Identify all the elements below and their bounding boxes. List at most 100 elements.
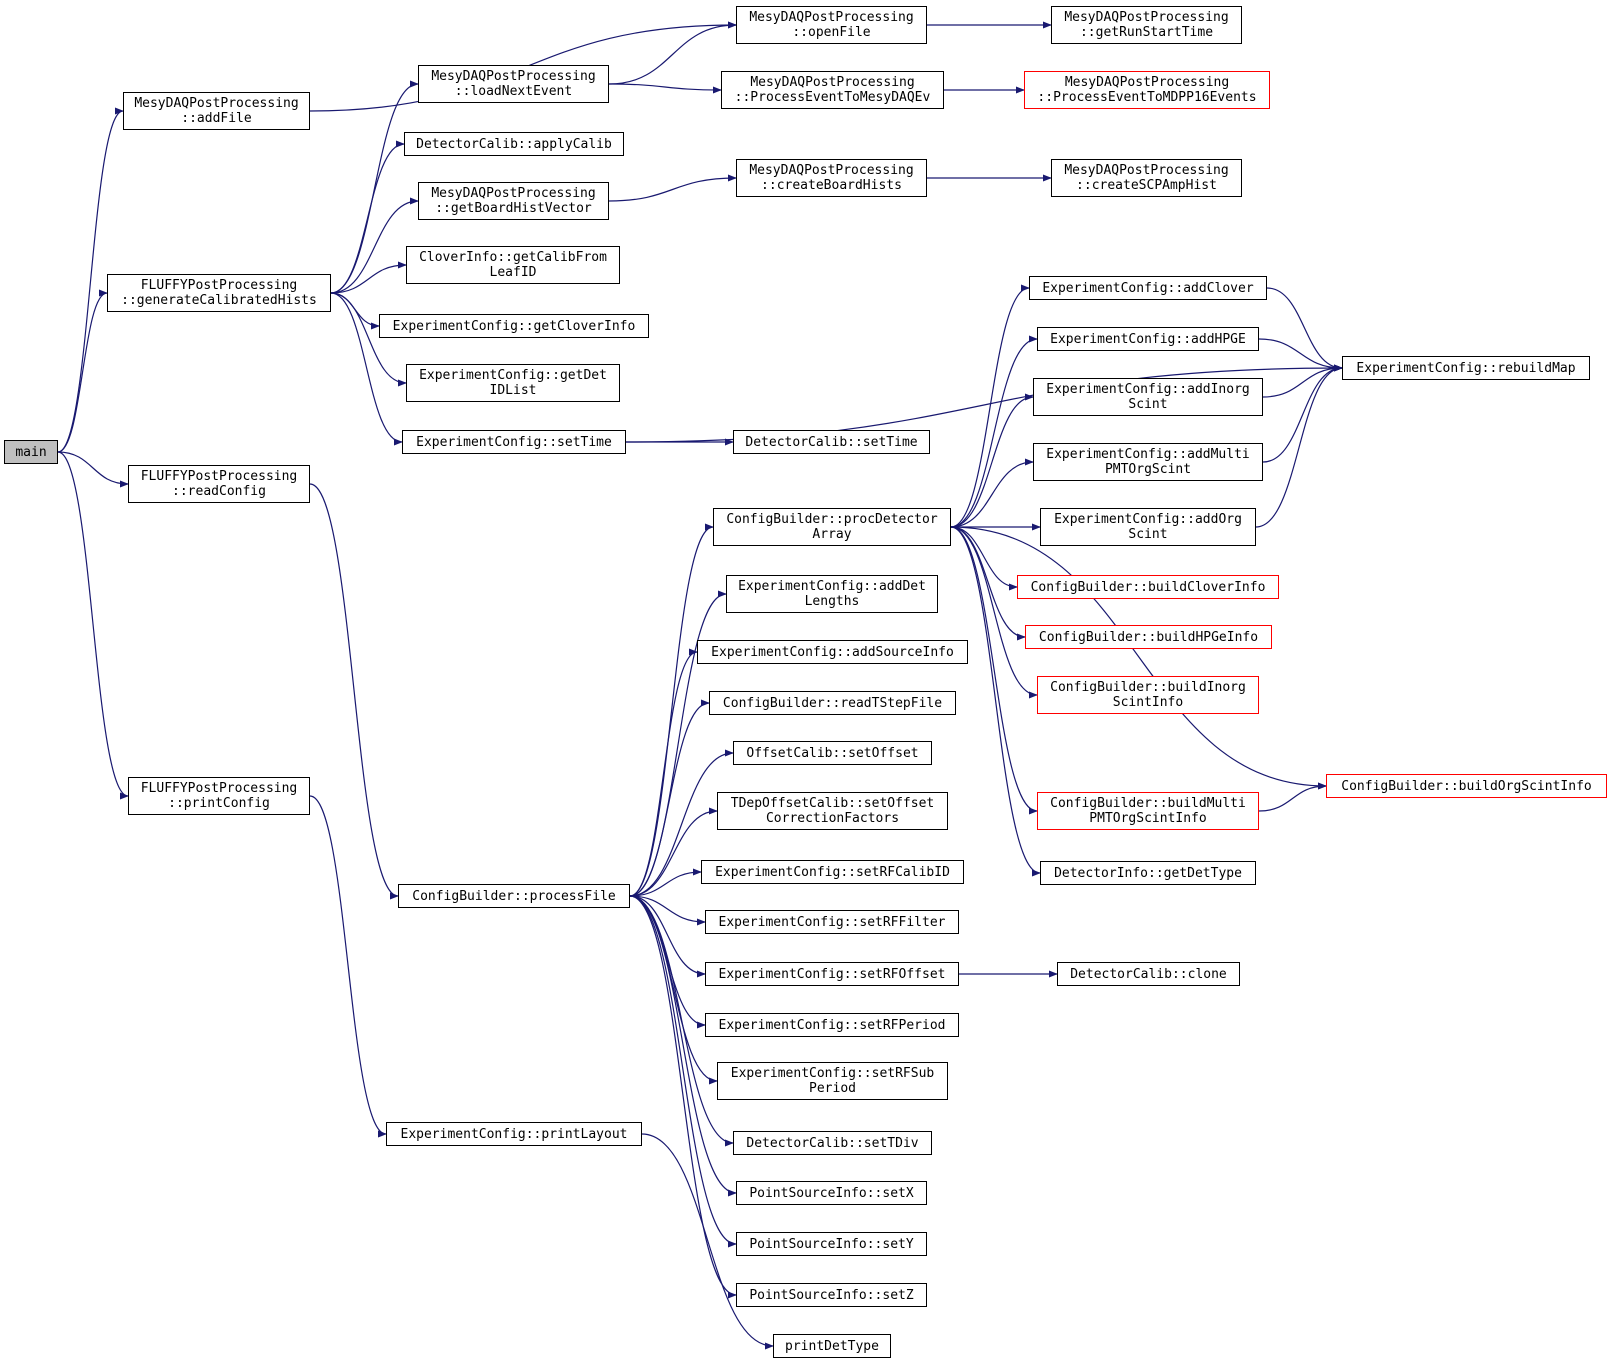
node-set-tdiv[interactable]: DetectorCalib::setTDiv bbox=[733, 1131, 932, 1155]
node-label-line: ::openFile bbox=[792, 25, 871, 40]
node-label-line: PointSourceInfo::setZ bbox=[749, 1287, 914, 1303]
node-label-line: Scint bbox=[1128, 527, 1168, 542]
edge-gen-cal-to-apply-calib bbox=[330, 140, 405, 294]
edge-gen-cal-to-set-time bbox=[330, 292, 403, 446]
node-get-board-hist[interactable]: MesyDAQPostProcessing::getBoardHistVecto… bbox=[418, 182, 609, 220]
node-label-line: MesyDAQPostProcessing bbox=[431, 186, 596, 201]
edge-process-file-to-add-source-info bbox=[629, 648, 698, 897]
edge-process-file-to-set-x bbox=[629, 895, 737, 1197]
node-label-line: PointSourceInfo::setY bbox=[749, 1236, 914, 1252]
node-label-line: PMTOrgScint bbox=[1104, 462, 1192, 477]
node-label-line: IDList bbox=[489, 383, 537, 398]
node-add-file[interactable]: MesyDAQPostProcessing::addFile bbox=[123, 92, 310, 130]
node-gen-cal[interactable]: FLUFFYPostProcessing::generateCalibrated… bbox=[107, 274, 331, 312]
edge-process-file-to-set-z bbox=[629, 895, 737, 1299]
edge-main-to-gen-cal bbox=[57, 289, 108, 453]
node-create-scp[interactable]: MesyDAQPostProcessing::createSCPAmpHist bbox=[1051, 159, 1242, 197]
node-set-x[interactable]: PointSourceInfo::setX bbox=[736, 1181, 927, 1205]
node-rebuild-map[interactable]: ExperimentConfig::rebuildMap bbox=[1342, 356, 1590, 380]
node-label-line: ConfigBuilder::buildCloverInfo bbox=[1030, 579, 1266, 595]
node-label-line: ExperimentConfig::printLayout bbox=[400, 1126, 628, 1142]
node-process-file[interactable]: ConfigBuilder::processFile bbox=[398, 884, 630, 908]
node-label-line: FLUFFYPostProcessing bbox=[140, 278, 298, 293]
node-print-config[interactable]: FLUFFYPostProcessing::printConfig bbox=[128, 777, 310, 815]
edge-load-next-to-proc-evt-mesy bbox=[608, 83, 722, 94]
node-proc-evt-mesy[interactable]: MesyDAQPostProcessing::ProcessEventToMes… bbox=[721, 71, 944, 109]
node-label-line: FLUFFYPostProcessing bbox=[140, 781, 298, 796]
node-dc-clone[interactable]: DetectorCalib::clone bbox=[1057, 962, 1240, 986]
node-label-line: ::getRunStartTime bbox=[1079, 25, 1214, 40]
node-build-org[interactable]: ConfigBuilder::buildOrgScintInfo bbox=[1326, 774, 1607, 798]
node-dc-set-time[interactable]: DetectorCalib::setTime bbox=[733, 430, 930, 454]
node-label-line: ExperimentConfig::setRFSub bbox=[730, 1066, 935, 1081]
node-build-hpge[interactable]: ConfigBuilder::buildHPGeInfo bbox=[1025, 625, 1272, 649]
node-label-line: ::getBoardHistVector bbox=[435, 201, 592, 216]
node-label-line: OffsetCalib::setOffset bbox=[746, 745, 919, 761]
edge-process-file-to-set-rfcalib-id bbox=[629, 868, 702, 897]
node-open-file[interactable]: MesyDAQPostProcessing::openFile bbox=[736, 6, 927, 44]
edge-build-multi-to-build-org bbox=[1258, 782, 1327, 812]
edge-proc-det-arr-to-get-det-type bbox=[950, 526, 1041, 877]
edge-process-file-to-read-tstep bbox=[629, 699, 710, 897]
node-proc-evt-mdpp[interactable]: MesyDAQPostProcessing::ProcessEventToMDP… bbox=[1024, 71, 1270, 109]
node-label-line: MesyDAQPostProcessing bbox=[1064, 163, 1229, 178]
edge-proc-det-arr-to-add-inorg bbox=[950, 393, 1034, 528]
node-apply-calib[interactable]: DetectorCalib::applyCalib bbox=[404, 132, 624, 156]
node-set-rfcalib-id[interactable]: ExperimentConfig::setRFCalibID bbox=[701, 860, 964, 884]
edge-process-file-to-set-rfsub bbox=[629, 895, 718, 1085]
node-set-rffilter[interactable]: ExperimentConfig::setRFFilter bbox=[705, 910, 959, 934]
node-label-line: ExperimentConfig::setRFPeriod bbox=[718, 1017, 946, 1033]
node-print-layout[interactable]: ExperimentConfig::printLayout bbox=[386, 1122, 642, 1146]
node-label-line: DetectorCalib::applyCalib bbox=[416, 136, 612, 152]
node-get-run-start[interactable]: MesyDAQPostProcessing::getRunStartTime bbox=[1051, 6, 1242, 44]
node-print-det-type[interactable]: printDetType bbox=[773, 1334, 891, 1358]
node-label-line: ::readConfig bbox=[172, 484, 266, 499]
node-label-line: ExperimentConfig::addSourceInfo bbox=[711, 644, 954, 660]
node-label-line: ::generateCalibratedHists bbox=[121, 293, 317, 308]
node-set-rfoffset[interactable]: ExperimentConfig::setRFOffset bbox=[705, 962, 959, 986]
node-label-line: LeafID bbox=[489, 265, 537, 280]
node-label-line: ExperimentConfig::setTime bbox=[416, 434, 612, 450]
edge-load-next-to-open-file bbox=[608, 21, 737, 85]
edge-add-inorg-to-rebuild-map bbox=[1262, 364, 1343, 398]
node-get-det-type[interactable]: DetectorInfo::getDetType bbox=[1040, 861, 1256, 885]
node-add-clover[interactable]: ExperimentConfig::addClover bbox=[1029, 276, 1267, 300]
node-set-rfperiod[interactable]: ExperimentConfig::setRFPeriod bbox=[705, 1013, 959, 1037]
node-add-hpge[interactable]: ExperimentConfig::addHPGE bbox=[1037, 327, 1259, 351]
node-set-y[interactable]: PointSourceInfo::setY bbox=[736, 1232, 927, 1256]
node-read-tstep[interactable]: ConfigBuilder::readTStepFile bbox=[709, 691, 956, 715]
node-build-clover[interactable]: ConfigBuilder::buildCloverInfo bbox=[1017, 575, 1279, 599]
node-set-z[interactable]: PointSourceInfo::setZ bbox=[736, 1283, 927, 1307]
node-label-line: ExperimentConfig::addClover bbox=[1042, 280, 1254, 296]
node-add-source-info[interactable]: ExperimentConfig::addSourceInfo bbox=[697, 640, 968, 664]
node-set-time[interactable]: ExperimentConfig::setTime bbox=[402, 430, 626, 454]
node-label-line: DetectorCalib::setTDiv bbox=[746, 1135, 919, 1151]
node-label-line: ConfigBuilder::buildMulti bbox=[1050, 796, 1246, 811]
node-label-line: TDepOffsetCalib::setOffset bbox=[730, 796, 935, 811]
node-read-config[interactable]: FLUFFYPostProcessing::readConfig bbox=[128, 465, 310, 503]
node-set-offset[interactable]: OffsetCalib::setOffset bbox=[733, 741, 932, 765]
node-load-next[interactable]: MesyDAQPostProcessing::loadNextEvent bbox=[418, 65, 609, 103]
edge-process-file-to-proc-det-arr bbox=[629, 523, 714, 897]
edge-add-multi-to-rebuild-map bbox=[1262, 364, 1343, 463]
node-label-line: ExperimentConfig::addHPGE bbox=[1050, 331, 1246, 347]
node-label-line: ExperimentConfig::addInorg bbox=[1046, 382, 1250, 397]
node-create-board-hists[interactable]: MesyDAQPostProcessing::createBoardHists bbox=[736, 159, 927, 197]
node-main[interactable]: main bbox=[4, 440, 58, 464]
node-label-line: main bbox=[15, 444, 47, 460]
edge-main-to-print-config bbox=[57, 451, 129, 800]
node-get-clover-info[interactable]: ExperimentConfig::getCloverInfo bbox=[379, 314, 649, 338]
